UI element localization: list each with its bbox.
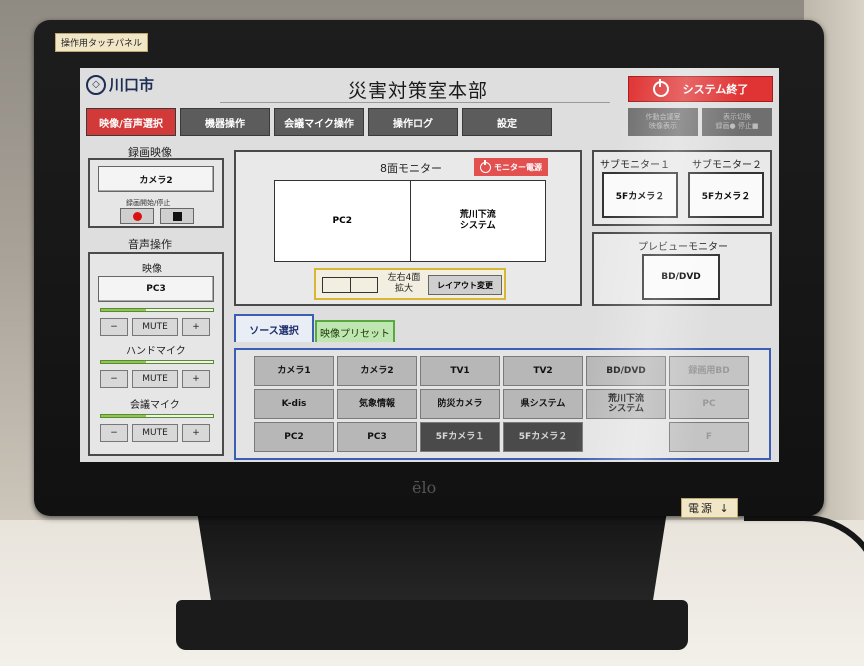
page-title: 災害対策室本部 (348, 80, 489, 102)
monitor-power-label: モニター電源 (494, 162, 542, 172)
source-k-dis[interactable]: K-dis (254, 389, 334, 419)
power-label-sticker: 電源 ↓ (681, 498, 738, 518)
city-name: 川口市 (109, 76, 155, 94)
sub-monitor-2-source[interactable]: 5Fカメラ２ (688, 172, 764, 218)
sub-monitor-2-title: サブモニター２ (692, 160, 762, 171)
video-volume-down[interactable]: − (100, 318, 128, 336)
preview-monitor-title: プレビューモニター (638, 242, 728, 253)
hand-mic-label: ハンドマイク (126, 346, 186, 357)
source-arakawa-system[interactable]: 荒川下流 システム (586, 389, 666, 419)
touch-screen: ◇ 川口市 災害対策室本部 システム終了 映像/音声選択 機器操作 会議マイク操… (80, 68, 779, 462)
status-display-b[interactable]: 表示切換 録画● 停止■ (702, 108, 772, 136)
conf-mic-volume-down[interactable]: − (100, 424, 128, 442)
conf-mic-meter (100, 414, 214, 418)
tab-operation-log[interactable]: 操作ログ (368, 108, 458, 136)
conf-mic-label: 会議マイク (130, 400, 180, 411)
monitor-stand-base (176, 600, 688, 650)
recording-source-button[interactable]: カメラ2 (98, 166, 214, 192)
conf-mic-mute-button[interactable]: MUTE (132, 424, 178, 442)
source-5f-camera2[interactable]: 5Fカメラ２ (503, 422, 583, 452)
shutdown-label: システム終了 (682, 83, 749, 96)
tab-settings[interactable]: 設定 (462, 108, 552, 136)
video-volume-up[interactable]: + (182, 318, 210, 336)
record-icon (132, 211, 142, 221)
source-camera2[interactable]: カメラ2 (337, 356, 417, 386)
audio-title: 音声操作 (128, 238, 172, 251)
sub-monitor-1-source[interactable]: 5Fカメラ２ (602, 172, 678, 218)
recording-panel: カメラ2 録画開始/停止 (88, 158, 224, 228)
source-empty-slot (586, 422, 666, 452)
source-5f-camera1[interactable]: 5Fカメラ１ (420, 422, 500, 452)
recording-title: 録画映像 (128, 146, 172, 159)
eight-monitor-title: 8面モニター (380, 162, 442, 175)
monitor-layout-preview: PC2 荒川下流 システム (274, 180, 546, 262)
monitor-right-area[interactable]: 荒川下流 システム (409, 181, 546, 261)
source-select-panel: カメラ1 カメラ2 TV1 TV2 BD/DVD 録画用BD K-dis 気象情… (234, 348, 771, 460)
system-shutdown-button[interactable]: システム終了 (628, 76, 773, 102)
source-pc2[interactable]: PC2 (254, 422, 334, 452)
source-weather-info[interactable]: 気象情報 (337, 389, 417, 419)
city-logo: ◇ 川口市 (86, 74, 154, 95)
layout-change-button[interactable]: レイアウト変更 (428, 275, 502, 295)
tab-video-preset[interactable]: 映像プリセット (315, 320, 395, 342)
eight-monitor-panel: 8面モニター モニター電源 PC2 荒川下流 システム 左右4面 拡大 レイアウ… (234, 150, 582, 306)
split-layout-icon (322, 277, 378, 293)
source-tv1[interactable]: TV1 (420, 356, 500, 386)
source-disaster-camera[interactable]: 防災カメラ (420, 389, 500, 419)
monitor-left-area[interactable]: PC2 (332, 215, 352, 226)
layout-mode-label: 左右4面 拡大 (387, 273, 421, 294)
recording-hint: 録画開始/停止 (126, 199, 171, 207)
monitor-power-button[interactable]: モニター電源 (474, 158, 548, 176)
source-bd-dvd[interactable]: BD/DVD (586, 356, 666, 386)
city-emblem-icon: ◇ (86, 74, 106, 95)
main-tabs: 映像/音声選択 機器操作 会議マイク操作 操作ログ 設定 (86, 108, 552, 136)
tab-video-audio-select[interactable]: 映像/音声選択 (86, 108, 176, 136)
title-underline (220, 102, 610, 103)
sub-monitor-panel: サブモニター１ サブモニター２ 5Fカメラ２ 5Fカメラ２ (592, 150, 772, 226)
conf-mic-volume-up[interactable]: + (182, 424, 210, 442)
tab-conference-mic[interactable]: 会議マイク操作 (274, 108, 364, 136)
power-icon (480, 159, 491, 173)
source-tv2[interactable]: TV2 (503, 356, 583, 386)
audio-video-source-button[interactable]: PC3 (98, 276, 214, 302)
stop-icon (172, 211, 182, 221)
tab-device-control[interactable]: 機器操作 (180, 108, 270, 136)
video-volume-meter (100, 308, 214, 312)
audio-panel: 映像 PC3 − MUTE + ハンドマイク − MUTE + 会議マイク − … (88, 252, 224, 456)
power-cable (744, 515, 864, 635)
preview-monitor-panel: プレビューモニター BD/DVD (592, 232, 772, 306)
source-pc3[interactable]: PC3 (337, 422, 417, 452)
power-icon (652, 79, 669, 97)
hand-mic-volume-down[interactable]: − (100, 370, 128, 388)
source-f[interactable]: F (669, 422, 749, 452)
record-stop-button[interactable] (160, 208, 194, 224)
source-camera1[interactable]: カメラ1 (254, 356, 334, 386)
hand-mic-mute-button[interactable]: MUTE (132, 370, 178, 388)
source-pc[interactable]: PC (669, 389, 749, 419)
sub-monitor-1-title: サブモニター１ (600, 160, 670, 171)
source-grid: カメラ1 カメラ2 TV1 TV2 BD/DVD 録画用BD K-dis 気象情… (254, 356, 749, 452)
record-start-button[interactable] (120, 208, 154, 224)
source-recording-bd[interactable]: 録画用BD (669, 356, 749, 386)
brand-logo: ēlo (412, 478, 437, 497)
status-display-a[interactable]: 作動会議室 映像表示 (628, 108, 698, 136)
hand-mic-volume-up[interactable]: + (182, 370, 210, 388)
preview-monitor-source[interactable]: BD/DVD (642, 254, 720, 300)
layout-control: 左右4面 拡大 レイアウト変更 (314, 268, 506, 300)
video-mute-button[interactable]: MUTE (132, 318, 178, 336)
tab-source-select[interactable]: ソース選択 (234, 314, 314, 342)
hand-mic-meter (100, 360, 214, 364)
video-label: 映像 (142, 264, 162, 275)
panel-label-sticker: 操作用タッチパネル (55, 33, 149, 52)
source-prefecture-system[interactable]: 県システム (503, 389, 583, 419)
